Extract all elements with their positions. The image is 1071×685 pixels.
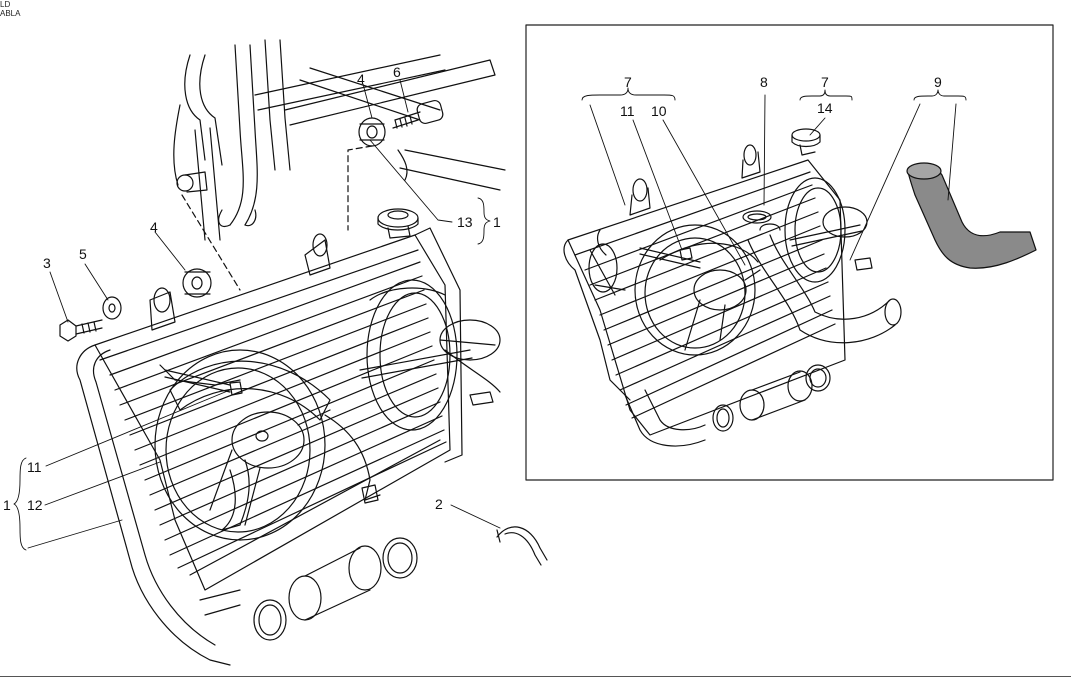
inset-radiator bbox=[563, 128, 846, 436]
bottom-rule bbox=[0, 676, 1071, 677]
corner-label-1: LD bbox=[0, 0, 11, 9]
label-1-upper: 1 bbox=[493, 214, 501, 230]
inset-fan-right bbox=[784, 177, 873, 283]
leader-lines-inset bbox=[581, 87, 967, 266]
hose-clamp-set bbox=[199, 537, 418, 641]
label-4-top: 4 bbox=[357, 71, 365, 87]
frame-grommet-left bbox=[176, 171, 208, 193]
inset-fan-left bbox=[634, 224, 761, 356]
callout-labels: 4 6 13 1 4 3 5 11 12 1 2 7 11 10 8 7 14 … bbox=[3, 64, 942, 513]
label-6: 6 bbox=[393, 64, 401, 80]
inset-label-10: 10 bbox=[651, 103, 667, 119]
inset-pipes bbox=[624, 210, 902, 447]
label-12: 12 bbox=[27, 497, 43, 513]
assembly-dashed-lines bbox=[181, 145, 373, 291]
frame-tubes bbox=[173, 39, 506, 241]
grommet-4-mid bbox=[182, 268, 212, 298]
inset-label-9: 9 bbox=[934, 74, 942, 90]
label-13: 13 bbox=[457, 214, 473, 230]
label-11: 11 bbox=[27, 459, 42, 475]
bolt-3 bbox=[59, 319, 103, 342]
leader-lines-main bbox=[13, 79, 501, 551]
clip-2 bbox=[496, 526, 548, 566]
label-5: 5 bbox=[79, 246, 87, 262]
inset-frame bbox=[525, 24, 1054, 481]
bolt-6 bbox=[392, 99, 444, 129]
fan-right bbox=[359, 279, 501, 431]
inset-label-7-left: 7 bbox=[624, 74, 632, 90]
hose-9 bbox=[906, 162, 1037, 269]
inset-label-8: 8 bbox=[760, 74, 768, 90]
washer-5 bbox=[102, 296, 122, 320]
label-1-lower: 1 bbox=[3, 497, 11, 513]
fan-left bbox=[154, 349, 381, 541]
inset-label-11: 11 bbox=[620, 103, 635, 119]
label-2: 2 bbox=[435, 496, 443, 512]
inset-label-7-right: 7 bbox=[821, 74, 829, 90]
corner-label-2: ABLA bbox=[0, 9, 21, 18]
label-4-mid: 4 bbox=[150, 219, 158, 235]
radiator bbox=[76, 208, 463, 666]
inset-label-14: 14 bbox=[817, 100, 833, 116]
label-3: 3 bbox=[43, 255, 51, 271]
